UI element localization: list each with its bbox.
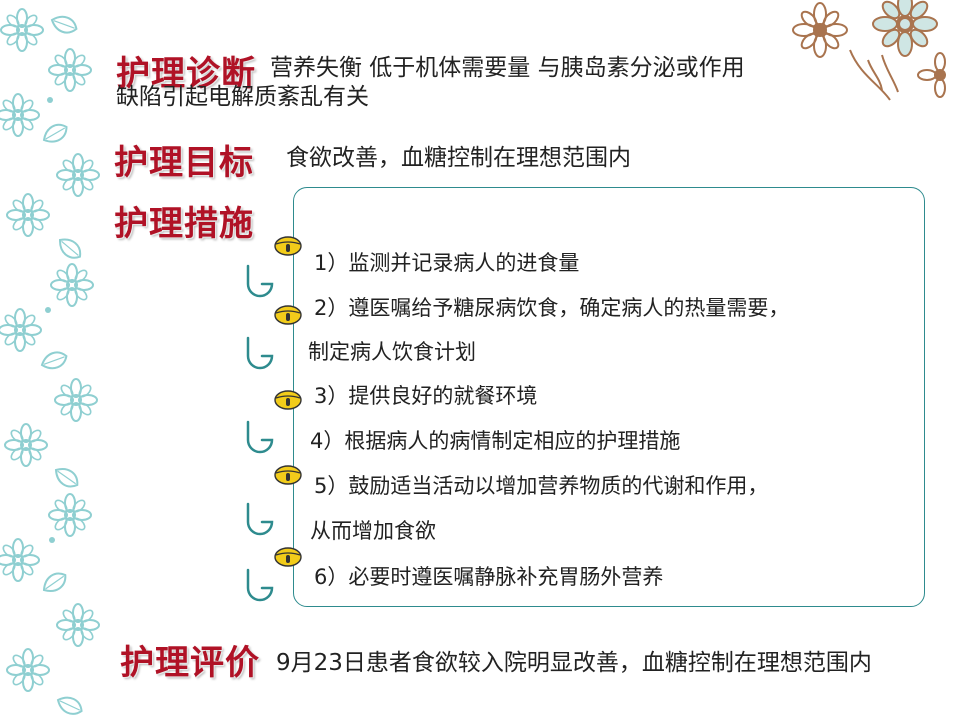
measure-item: 4）根据病人的病情制定相应的护理措施 <box>310 429 681 453</box>
hook-icon <box>246 502 274 536</box>
measure-item: 从而增加食欲 <box>310 519 436 543</box>
bell-icon <box>274 547 302 567</box>
diagnosis-text-line2: 缺陷引起电解质紊乱有关 <box>116 84 369 110</box>
hook-icon <box>246 264 274 298</box>
measure-item: 3）提供良好的就餐环境 <box>314 384 538 408</box>
measure-item: 5）鼓励适当活动以增加营养物质的代谢和作用， <box>314 474 769 498</box>
hook-icon <box>246 568 274 602</box>
evaluation-text: 9月23日患者食欲较入院明显改善，血糖控制在理想范围内 <box>276 650 872 676</box>
evaluation-heading: 护理评价 <box>120 643 260 683</box>
floral-corner-ornament <box>792 0 946 101</box>
bell-icon <box>274 390 302 410</box>
diagnosis-heading: 护理诊断 <box>116 54 256 94</box>
floral-pattern <box>0 8 100 719</box>
measure-item: 6）必要时遵医嘱静脉补充胃肠外营养 <box>314 565 664 589</box>
bell-icon <box>274 305 302 325</box>
hook-icon <box>246 420 274 454</box>
measures-heading: 护理措施 <box>114 204 254 244</box>
bell-icon <box>274 465 302 485</box>
bell-icon <box>274 236 302 256</box>
goal-heading: 护理目标 <box>114 143 254 183</box>
measure-item: 制定病人饮食计划 <box>308 340 476 364</box>
goal-text: 食欲改善，血糖控制在理想范围内 <box>286 145 631 171</box>
measure-item: 1）监测并记录病人的进食量 <box>314 251 580 275</box>
diagnosis-text-line1: 营养失衡 低于机体需要量 与胰岛素分泌或作用 <box>270 55 745 81</box>
measure-item: 2）遵医嘱给予糖尿病饮食，确定病人的热量需要， <box>314 296 790 320</box>
hook-icon <box>246 336 274 370</box>
